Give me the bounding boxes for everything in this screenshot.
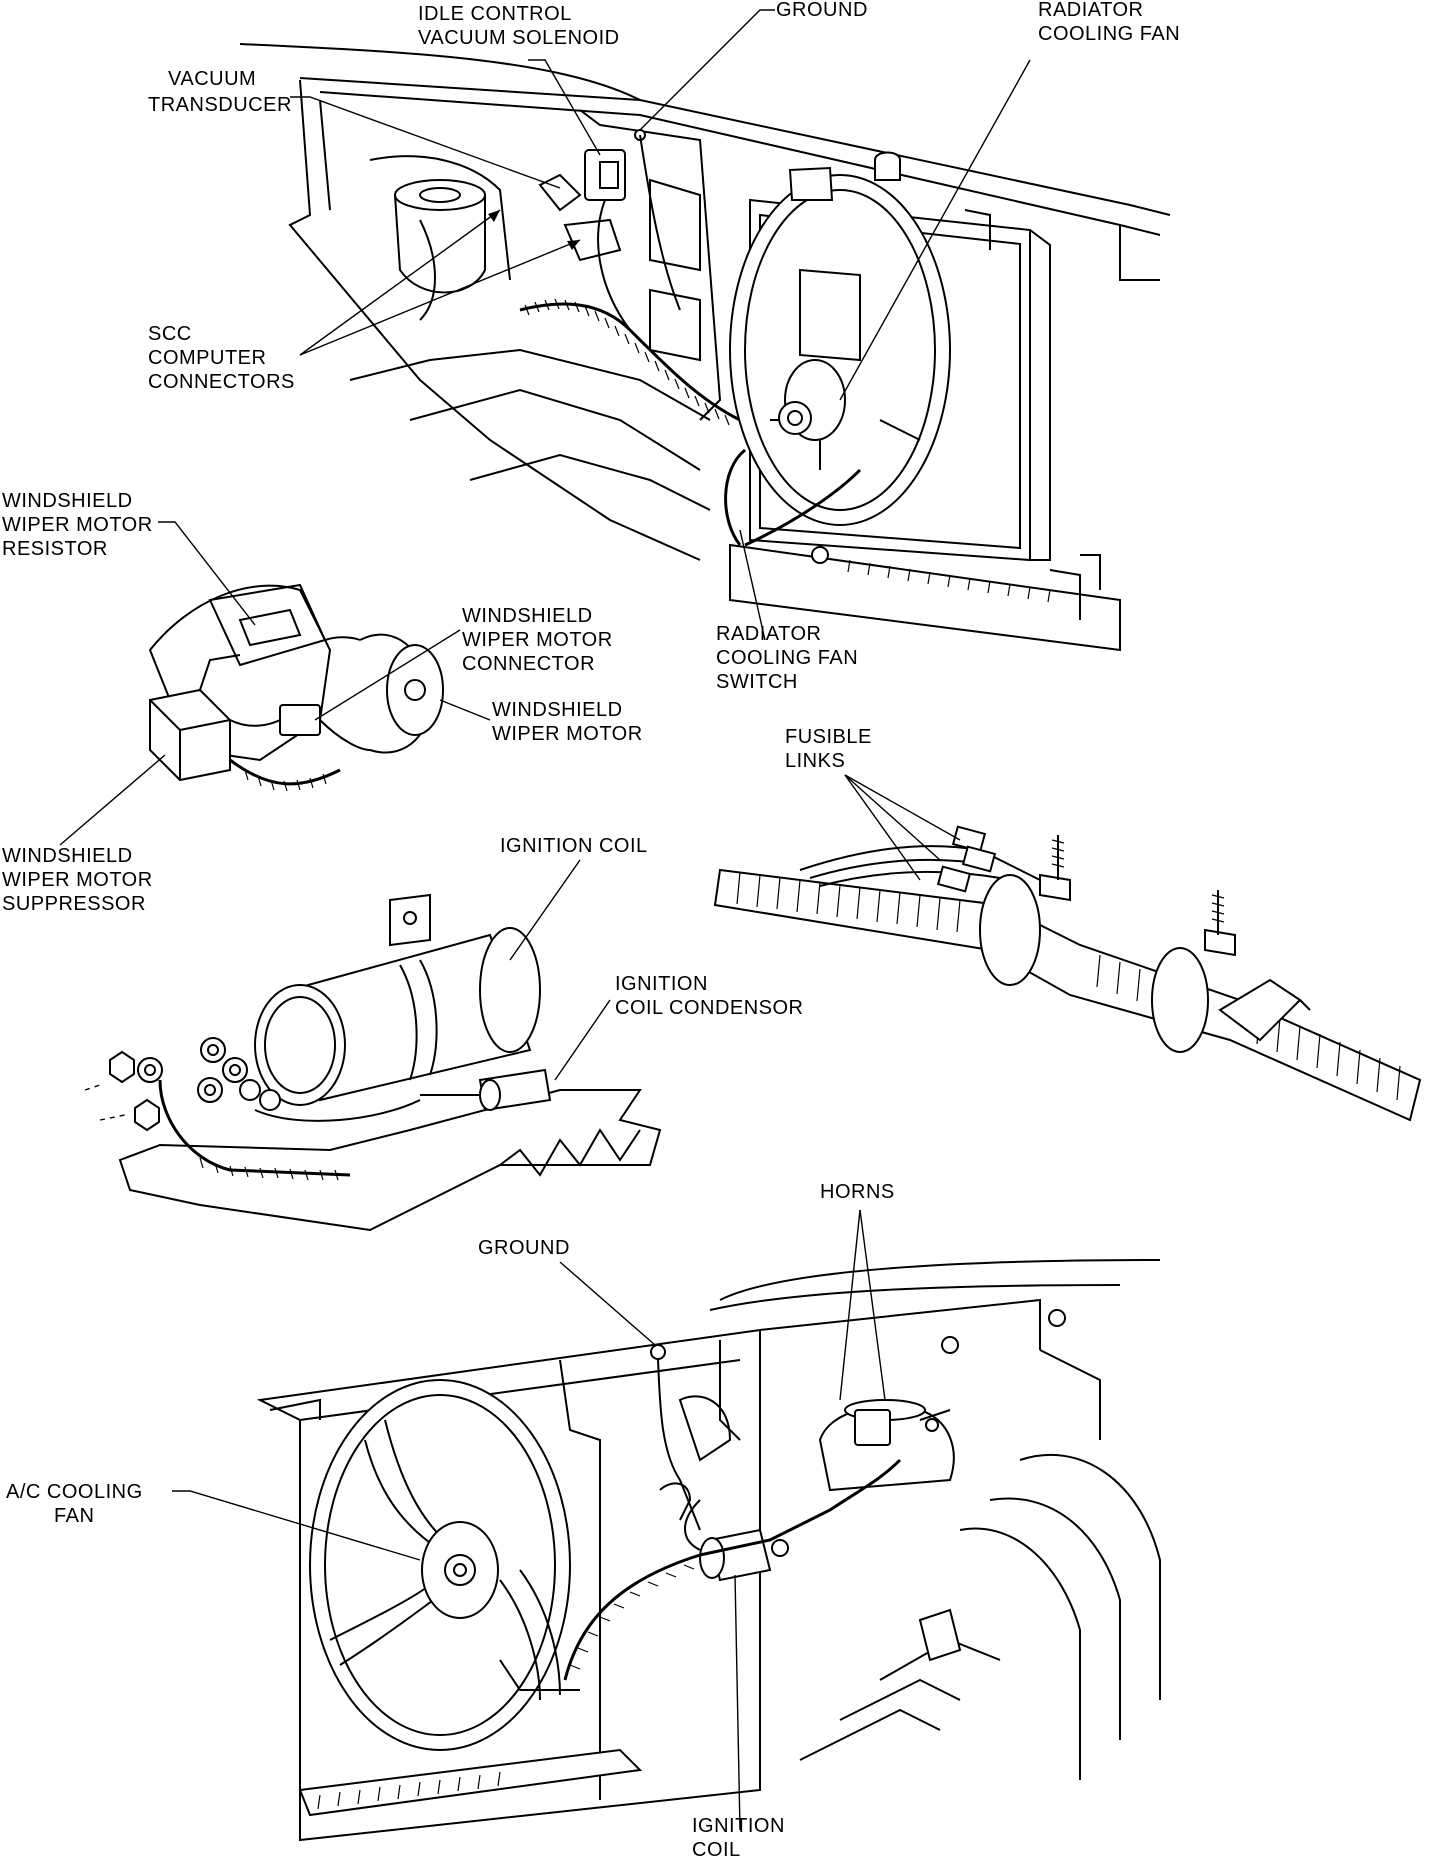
label-radiator-cooling-fan-switch: RADIATOR COOLING FAN SWITCH	[716, 623, 864, 693]
label-windshield-wiper-motor: WINDSHIELD WIPER MOTOR	[492, 699, 643, 745]
leader-ignition-coil	[509, 859, 581, 961]
engine-bay-bottom-illustration	[256, 1259, 1161, 1842]
leader-horns-1	[839, 1209, 861, 1401]
leader-fusible-3	[844, 774, 921, 881]
leader-radiator-cooling-fan	[839, 59, 1031, 401]
engine-bay-top-illustration	[239, 43, 1171, 652]
leader-scc-1	[299, 209, 501, 356]
label-windshield-wiper-motor-connector: WINDSHIELD WIPER MOTOR CONNECTOR	[462, 605, 619, 675]
leader-radiator-cooling-fan-switch	[739, 529, 766, 641]
label-ignition-coil-bottom: IGNITION COIL	[692, 1815, 791, 1860]
leader-ground-bottom	[559, 1261, 656, 1346]
label-ac-cooling-fan: A/C COOLING FAN	[6, 1481, 149, 1527]
leader-fusible-2	[844, 774, 941, 861]
windshield-wiper-motor-connector-part	[279, 704, 321, 736]
radiator-cooling-fan-part	[729, 174, 951, 526]
leader-horns-2	[859, 1209, 886, 1401]
label-windshield-wiper-motor-suppressor: WINDSHIELD WIPER MOTOR SUPPRESSOR	[2, 845, 159, 915]
label-fusible-links: FUSIBLE LINKS	[785, 726, 878, 772]
label-ignition-coil-top: IGNITION COIL	[500, 835, 648, 857]
label-ignition-coil-condensor: IGNITION COIL CONDENSOR	[615, 973, 804, 1019]
leader-ac-cooling-fan	[172, 1490, 421, 1561]
leader-lines	[59, 9, 1031, 1831]
ignition-coil-part	[479, 927, 541, 1053]
label-scc-computer-connectors: SCC COMPUTER CONNECTORS	[148, 323, 295, 393]
label-ground-bottom: GROUND	[478, 1237, 570, 1259]
label-vacuum-transducer: VACUUM TRANSDUCER	[148, 68, 292, 116]
leader-scc-2	[299, 239, 581, 356]
label-horns: HORNS	[820, 1181, 895, 1203]
label-idle-control-vacuum-solenoid: IDLE CONTROL VACUUM SOLENOID	[418, 3, 620, 49]
leader-wiper-motor	[439, 699, 491, 721]
ignition-coil-illustration	[84, 893, 662, 1232]
leader-ignition-coil-condensor	[554, 999, 611, 1081]
label-radiator-cooling-fan: RADIATOR COOLING FAN	[1038, 0, 1180, 45]
leader-idle-control-vacuum-solenoid	[528, 59, 601, 156]
label-windshield-wiper-motor-resistor: WINDSHIELD WIPER MOTOR RESISTOR	[2, 490, 159, 560]
callout-labels: IDLE CONTROL VACUUM SOLENOID GROUND RADI…	[2, 0, 1180, 1860]
fusible-links-illustration	[713, 825, 1422, 1122]
leader-wiper-motor-connector	[314, 629, 461, 721]
wiper-motor-illustration	[148, 583, 444, 792]
leader-ground-top	[639, 9, 775, 131]
leader-vacuum-transducer	[290, 96, 561, 189]
leader-wiper-motor-resistor	[158, 521, 256, 626]
leader-ignition-coil-bottom	[734, 1574, 741, 1831]
leader-wiper-motor-suppressor	[59, 754, 166, 846]
leader-fusible-1	[844, 774, 961, 841]
label-ground-top: GROUND	[776, 0, 868, 21]
